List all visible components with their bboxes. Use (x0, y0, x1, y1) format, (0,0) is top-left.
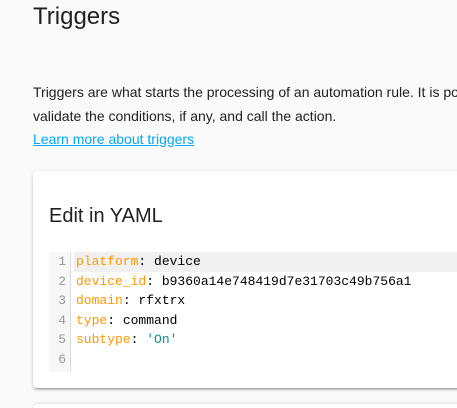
line-number-gutter (49, 252, 71, 372)
code-line[interactable]: 1 platform: device (49, 252, 457, 272)
yaml-separator: : (107, 312, 123, 328)
description-line-2: validate the conditions, if any, and cal… (33, 108, 337, 124)
line-number: 1 (58, 254, 66, 269)
yaml-key: subtype (76, 332, 131, 347)
trigger-card: Edit in YAML 1 platform: device 2 device… (33, 171, 457, 388)
page-title: Triggers (33, 3, 121, 30)
yaml-key: device_id (76, 273, 147, 289)
code-text[interactable]: subtype: 'On' (74, 330, 457, 350)
yaml-key: platform (76, 254, 139, 269)
line-number: 2 (58, 273, 66, 289)
yaml-key: type (76, 312, 108, 328)
code-text[interactable]: domain: rfxtrx (74, 291, 457, 311)
yaml-key: domain (76, 293, 123, 308)
code-line[interactable]: 3 domain: rfxtrx (49, 291, 457, 311)
yaml-separator: : (146, 273, 162, 289)
line-number: 5 (58, 332, 66, 347)
card-title: Edit in YAML (49, 205, 163, 227)
yaml-separator: : (130, 332, 147, 347)
yaml-value: command (122, 312, 178, 328)
triggers-description: Triggers are what starts the processing … (33, 80, 457, 128)
code-text[interactable]: device_id: b9360a14e748419d7e31703c49b75… (74, 272, 457, 292)
yaml-value: rfxtrx (138, 293, 186, 308)
yaml-separator: : (122, 293, 139, 308)
line-number: 4 (58, 312, 66, 328)
yaml-value: device (154, 254, 201, 269)
code-line[interactable]: 6 (49, 350, 457, 370)
code-text[interactable]: platform: device (74, 252, 457, 272)
yaml-separator: : (138, 254, 155, 269)
code-line[interactable]: 4 type: command (49, 311, 457, 331)
learn-more-triggers-link[interactable]: Learn more about triggers (33, 131, 195, 147)
code-text[interactable]: type: command (74, 311, 457, 331)
yaml-code-editor[interactable]: 1 platform: device 2 device_id: b9360a14… (49, 248, 457, 372)
code-line[interactable]: 5 subtype: 'On' (49, 330, 457, 350)
line-number: 3 (58, 293, 66, 308)
next-trigger-card (33, 404, 457, 408)
line-number: 6 (58, 351, 66, 367)
description-line-1: Triggers are what starts the processing … (33, 84, 457, 100)
code-line[interactable]: 2 device_id: b9360a14e748419d7e31703c49b… (49, 272, 457, 292)
yaml-string-value: 'On' (146, 332, 178, 347)
yaml-value: b9360a14e748419d7e31703c49b756a1 (161, 273, 412, 289)
